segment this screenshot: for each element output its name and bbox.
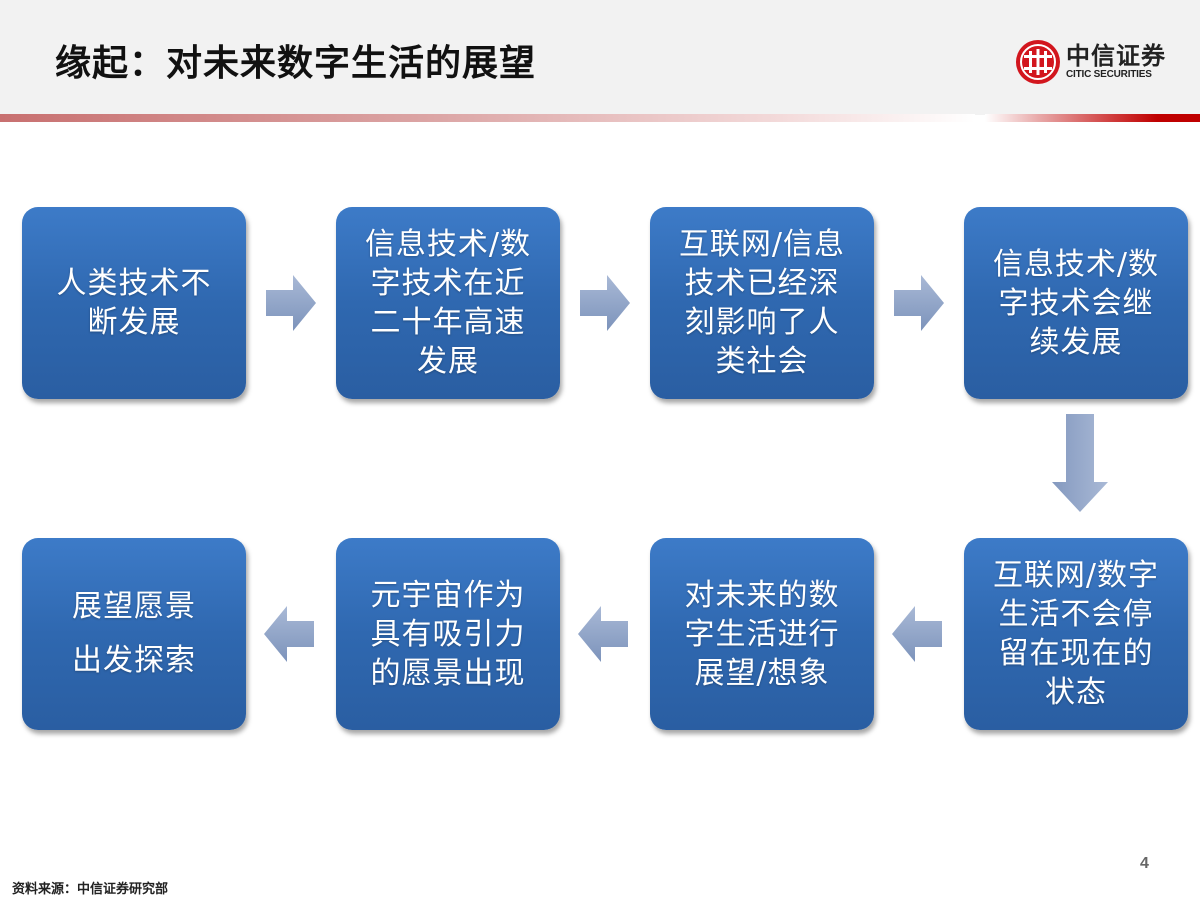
flow-step-3: 互联网/信息 技术已经深 刻影响了人 类社会 (650, 207, 874, 399)
arrow-down-icon (1052, 414, 1108, 512)
accent-bar-right (985, 114, 1200, 122)
flow-step-6: 对未来的数 字生活进行 展望/想象 (650, 538, 874, 730)
step-text-line: 具有吸引力 (370, 616, 526, 652)
step-text-line: 字技术在近 (370, 266, 526, 301)
arrow-left-icon (264, 606, 314, 662)
arrow-right-icon (894, 275, 944, 331)
company-logo: 中信证券 CITIC SECURITIES (1015, 36, 1185, 88)
logo-chinese-name: 中信证券 (1066, 42, 1166, 70)
step-text-line: 类社会 (715, 344, 809, 379)
step-text-line: 展望愿景 (72, 589, 196, 624)
page-number: 4 (1140, 855, 1149, 872)
header-accent-bar (0, 114, 1200, 122)
step-text-line: 字生活进行 (684, 616, 840, 652)
accent-bar-left (0, 114, 975, 122)
arrow-right-icon (266, 275, 316, 331)
step-text-line: 的愿景出现 (370, 655, 526, 691)
step-text-line: 人类技术不 (56, 266, 212, 301)
logo-english-name: CITIC SECURITIES (1066, 69, 1152, 80)
slide-title: 缘起：对未来数字生活的展望 (55, 43, 537, 84)
flow-step-1: 人类技术不 断发展 (22, 207, 246, 399)
step-text-line: 续发展 (1029, 324, 1123, 360)
source-note: 资料来源：中信证券研究部 (12, 882, 169, 897)
arrow-left-icon (578, 606, 628, 662)
step-text-line: 展望/想象 (694, 655, 830, 691)
flow-step-5: 互联网/数字 生活不会停 留在现在的 状态 (964, 538, 1188, 730)
step-text-line: 二十年高速 (370, 305, 526, 340)
step-text-line: 断发展 (87, 305, 181, 340)
slide-header: 缘起：对未来数字生活的展望 中信证券 CITIC SECURITIES (0, 0, 1200, 115)
step-text-line: 信息技术/数 (992, 246, 1160, 282)
citic-logo-icon (1016, 40, 1060, 84)
step-text-line: 信息技术/数 (364, 227, 532, 262)
step-text-line: 生活不会停 (998, 597, 1154, 632)
step-text-line: 互联网/数字 (992, 558, 1160, 593)
step-text-line: 互联网/信息 (678, 227, 846, 262)
flow-step-8: 展望愿景 出发探索 (22, 538, 246, 730)
flow-step-7: 元宇宙作为 具有吸引力 的愿景出现 (336, 538, 560, 730)
step-text-line: 元宇宙作为 (370, 577, 526, 613)
step-text-line: 技术已经深 (684, 266, 840, 301)
flow-step-2: 信息技术/数 字技术在近 二十年高速 发展 (336, 207, 560, 399)
step-text-line: 对未来的数 (684, 577, 840, 613)
step-text-line: 刻影响了人 (684, 305, 840, 340)
step-text-line: 状态 (1044, 675, 1107, 710)
step-text-line: 字技术会继 (998, 285, 1154, 321)
step-text-line: 留在现在的 (998, 636, 1154, 671)
arrow-right-icon (580, 275, 630, 331)
step-text-line: 发展 (416, 344, 479, 379)
arrow-left-icon (892, 606, 942, 662)
flow-step-4: 信息技术/数 字技术会继 续发展 (964, 207, 1188, 399)
step-text-line: 出发探索 (72, 643, 196, 678)
